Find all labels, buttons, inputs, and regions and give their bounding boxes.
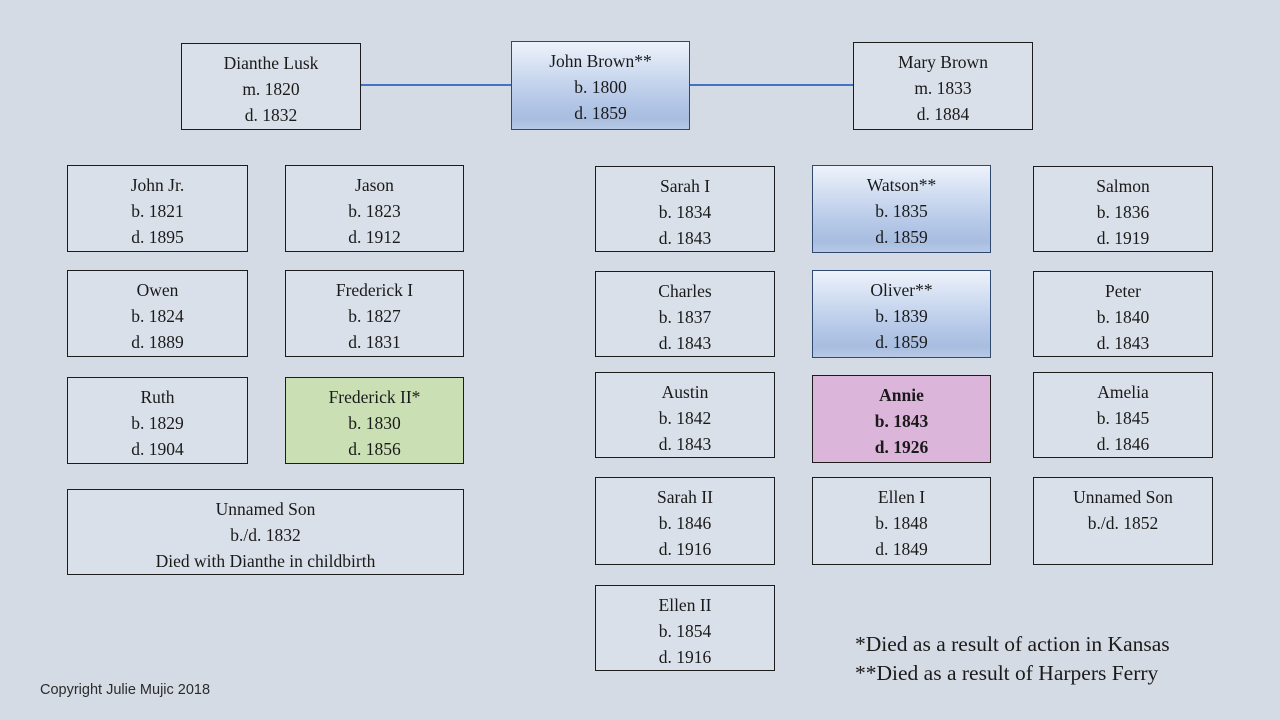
person-marriage: m. 1833	[914, 78, 972, 98]
connector-dianthe-john	[361, 84, 511, 86]
person-box-peter: Peter b. 1840 d. 1843	[1033, 271, 1213, 357]
person-birth-death: b./d. 1852	[1087, 513, 1159, 533]
person-death: d. 1832	[244, 105, 298, 125]
person-box-frederick-ii: Frederick II* b. 1830 d. 1856	[285, 377, 464, 464]
person-name: Owen	[136, 280, 179, 300]
person-death: d. 1846	[1096, 434, 1150, 454]
person-name: Charles	[658, 281, 712, 301]
person-name: Watson**	[866, 175, 937, 195]
person-birth: b. 1839	[875, 306, 928, 326]
person-name: Mary Brown	[898, 52, 988, 72]
person-name: Sarah I	[659, 176, 711, 196]
person-death: d. 1843	[658, 434, 712, 454]
person-name: Jason	[355, 175, 394, 195]
person-death: d. 1889	[131, 332, 184, 352]
person-birth: b. 1800	[574, 77, 627, 97]
person-name: Frederick I	[335, 280, 414, 300]
person-box-mary-brown: Mary Brown m. 1833 d. 1884	[853, 42, 1033, 130]
person-name: Oliver**	[870, 280, 933, 300]
person-box-frederick-i: Frederick I b. 1827 d. 1831	[285, 270, 464, 357]
person-birth: b. 1843	[874, 411, 929, 431]
person-birth: b. 1845	[1096, 408, 1150, 428]
footnote-kansas: *Died as a result of action in Kansas	[855, 632, 1170, 656]
person-name: Salmon	[1096, 176, 1150, 196]
person-marriage: m. 1820	[242, 79, 300, 99]
person-box-amelia: Amelia b. 1845 d. 1846	[1033, 372, 1213, 458]
person-box-unnamed-son-1832: Unnamed Son b./d. 1832 Died with Dianthe…	[67, 489, 464, 575]
person-birth: b. 1830	[348, 413, 401, 433]
person-birth: b. 1834	[658, 202, 712, 222]
person-name: John Brown**	[549, 51, 652, 71]
person-birth: b. 1840	[1096, 307, 1150, 327]
copyright-text: Copyright Julie Mujic 2018	[40, 682, 211, 698]
person-name: John Jr.	[130, 175, 185, 195]
person-box-unnamed-son-1852: Unnamed Son b./d. 1852	[1033, 477, 1213, 565]
person-box-sarah-ii: Sarah II b. 1846 d. 1916	[595, 477, 775, 565]
person-birth: b. 1842	[658, 408, 712, 428]
person-birth: b. 1848	[875, 513, 928, 533]
person-box-salmon: Salmon b. 1836 d. 1919	[1033, 166, 1213, 252]
person-name: Unnamed Son	[215, 499, 316, 519]
person-birth: b. 1854	[658, 621, 712, 641]
person-name: Peter	[1105, 281, 1141, 301]
person-death: d. 1859	[875, 227, 928, 247]
person-death: d. 1895	[131, 227, 184, 247]
person-birth: b. 1824	[131, 306, 184, 326]
person-box-oliver: Oliver** b. 1839 d. 1859	[812, 270, 991, 358]
person-box-john-jr: John Jr. b. 1821 d. 1895	[67, 165, 248, 252]
person-death: d. 1849	[875, 539, 928, 559]
person-birth: b. 1836	[1096, 202, 1150, 222]
person-box-dianthe-lusk: Dianthe Lusk m. 1820 d. 1832	[181, 43, 361, 130]
person-box-ellen-ii: Ellen II b. 1854 d. 1916	[595, 585, 775, 671]
footnote-harpers-ferry: **Died as a result of Harpers Ferry	[855, 661, 1159, 685]
person-death: d. 1843	[658, 333, 712, 353]
person-box-jason: Jason b. 1823 d. 1912	[285, 165, 464, 252]
person-death: d. 1904	[131, 439, 184, 459]
person-death: d. 1843	[658, 228, 712, 248]
person-birth: b. 1829	[131, 413, 184, 433]
person-death: d. 1859	[875, 332, 928, 352]
person-death: d. 1884	[916, 104, 970, 124]
person-box-ruth: Ruth b. 1829 d. 1904	[67, 377, 248, 464]
person-name: Dianthe Lusk	[223, 53, 319, 73]
person-name: Ellen I	[877, 487, 926, 507]
person-name: Sarah II	[657, 487, 713, 507]
person-death: d. 1912	[348, 227, 401, 247]
person-birth: b. 1821	[131, 201, 184, 221]
person-birth: b. 1823	[348, 201, 401, 221]
person-death: d. 1926	[874, 437, 929, 457]
person-name: Unnamed Son	[1073, 487, 1173, 507]
person-death: d. 1916	[658, 539, 712, 559]
person-box-john-brown: John Brown** b. 1800 d. 1859	[511, 41, 690, 130]
connector-john-mary	[690, 84, 853, 86]
person-death: d. 1831	[348, 332, 401, 352]
person-death: d. 1856	[348, 439, 401, 459]
person-birth: b. 1846	[658, 513, 712, 533]
person-death: d. 1916	[658, 647, 712, 667]
person-name: Amelia	[1097, 382, 1149, 402]
person-box-annie: Annie b. 1843 d. 1926	[812, 375, 991, 463]
person-birth: b. 1837	[658, 307, 712, 327]
person-box-owen: Owen b. 1824 d. 1889	[67, 270, 248, 357]
person-box-charles: Charles b. 1837 d. 1843	[595, 271, 775, 357]
person-box-watson: Watson** b. 1835 d. 1859	[812, 165, 991, 253]
person-birth: b. 1835	[875, 201, 928, 221]
person-name: Frederick II*	[328, 387, 421, 407]
person-death: d. 1843	[1096, 333, 1150, 353]
person-birth: b. 1827	[348, 306, 401, 326]
person-name: Annie	[879, 385, 924, 405]
person-box-sarah-i: Sarah I b. 1834 d. 1843	[595, 166, 775, 252]
person-name: Ruth	[140, 387, 175, 407]
person-box-ellen-i: Ellen I b. 1848 d. 1849	[812, 477, 991, 565]
person-name: Ellen II	[658, 595, 712, 615]
person-birth-death: b./d. 1832	[230, 525, 301, 545]
person-box-austin: Austin b. 1842 d. 1843	[595, 372, 775, 458]
footnotes: *Died as a result of action in Kansas **…	[855, 630, 1170, 688]
person-note: Died with Dianthe in childbirth	[155, 551, 376, 571]
person-death: d. 1919	[1096, 228, 1150, 248]
person-death: d. 1859	[574, 103, 627, 123]
person-name: Austin	[661, 382, 709, 402]
